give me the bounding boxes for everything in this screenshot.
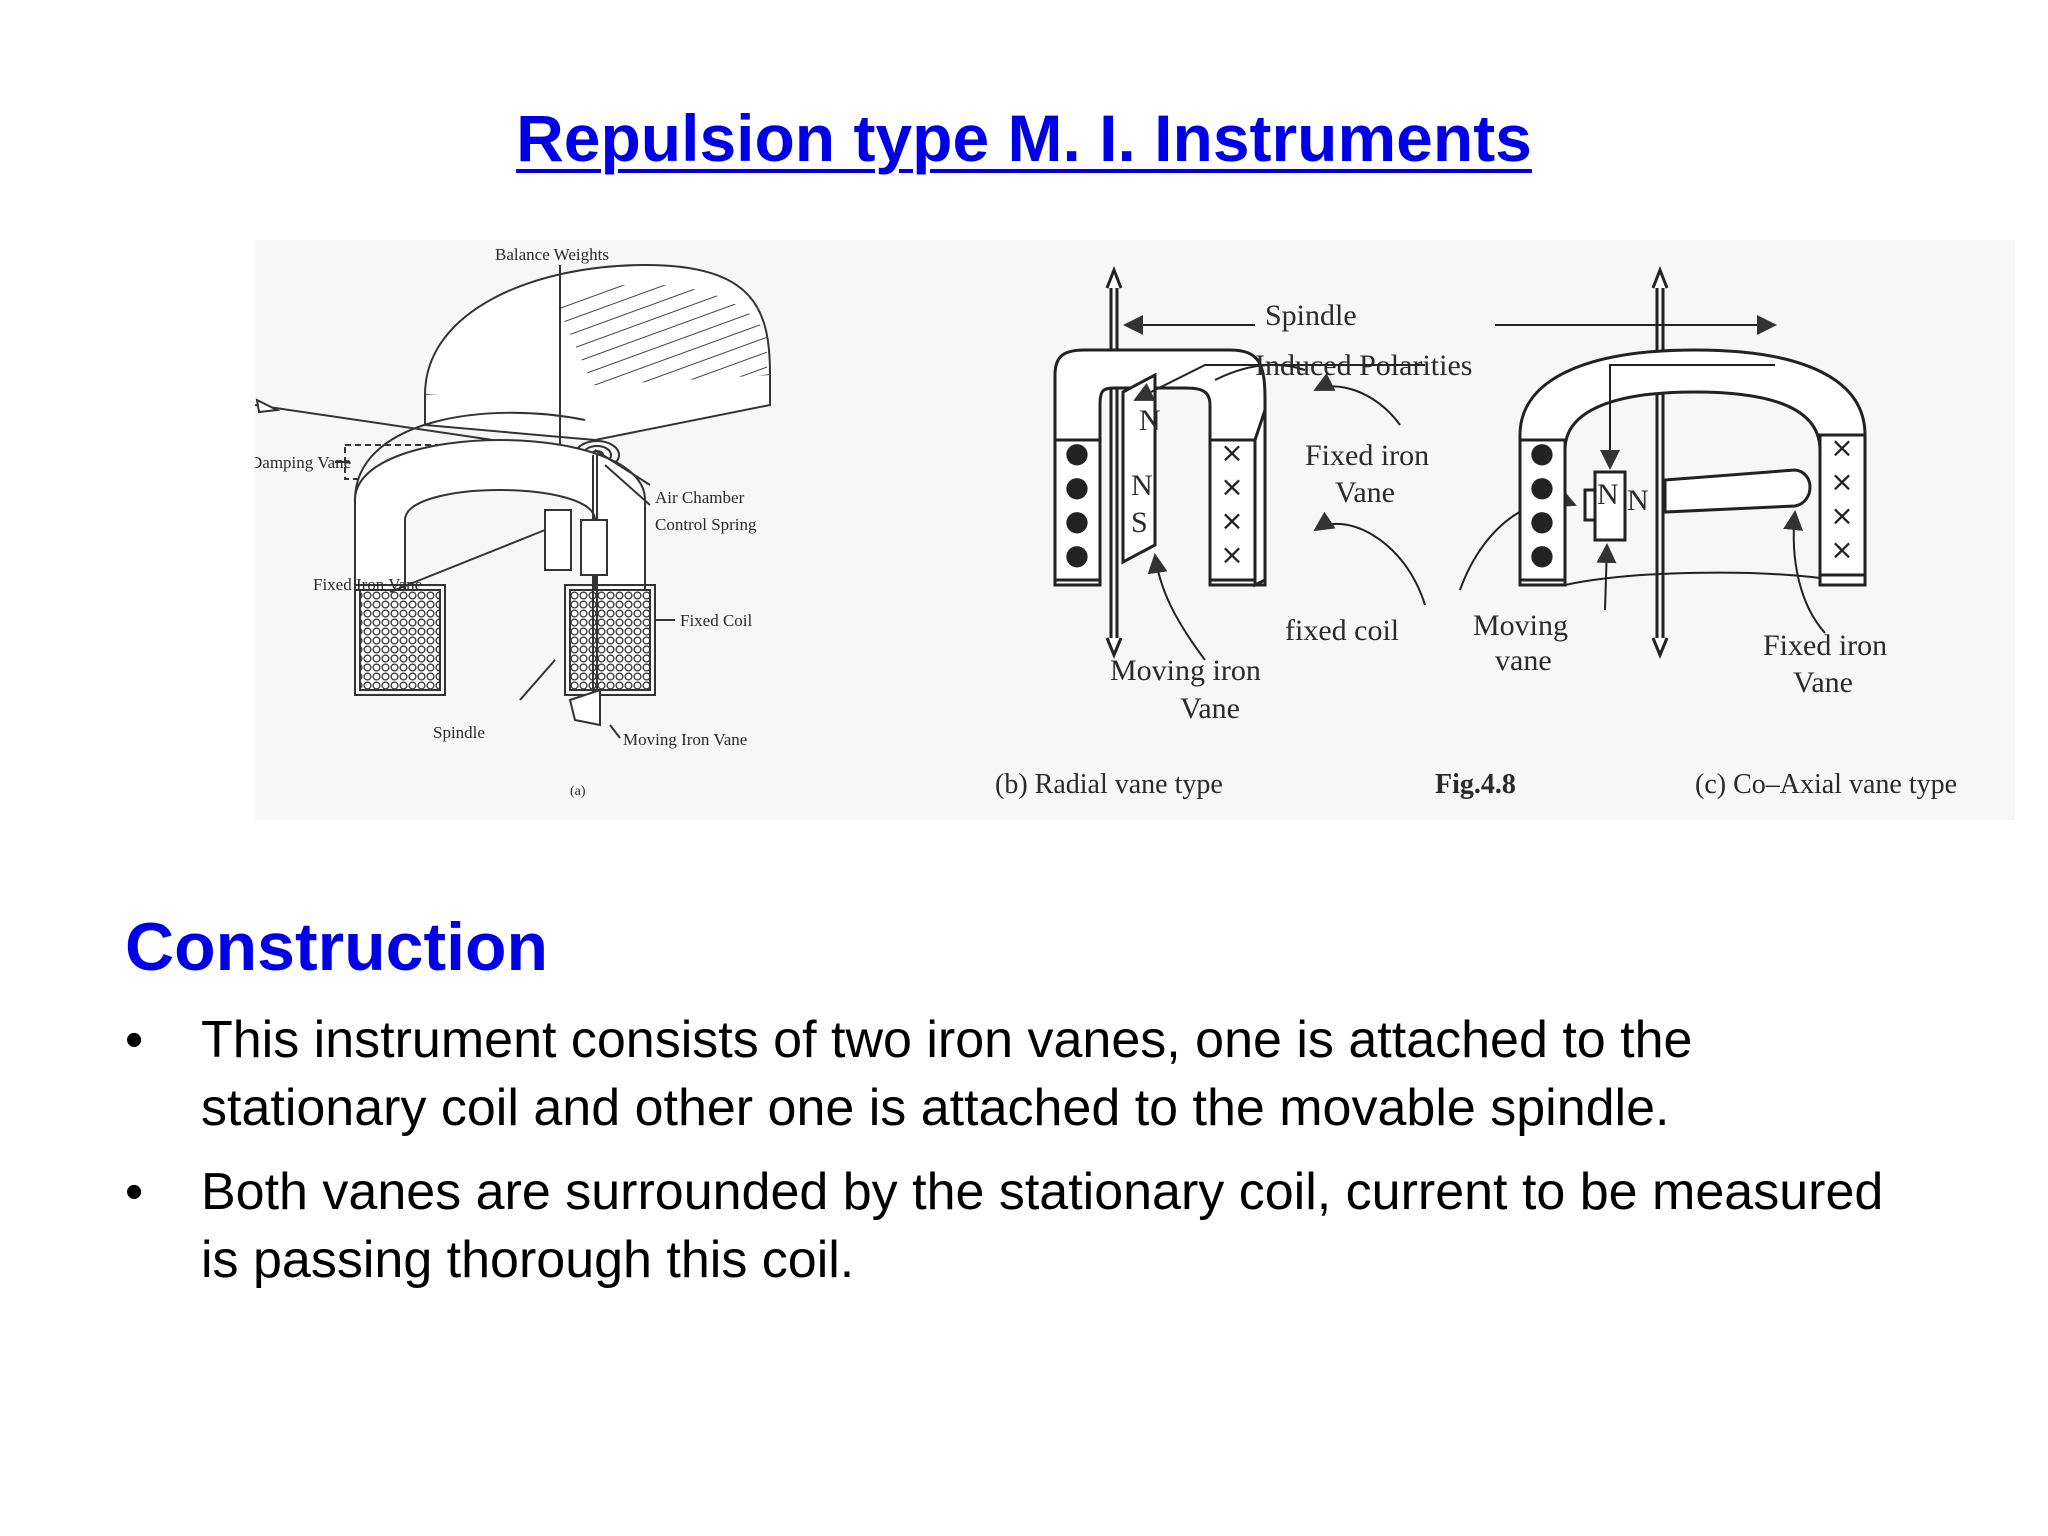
label-vane-c: vane <box>1495 644 1552 677</box>
instrument-figure: Balance Weights Damping Vane Air Chamber… <box>255 240 2015 820</box>
label-moving-c: Moving <box>1473 609 1568 642</box>
label-control-spring: Control Spring <box>655 515 757 534</box>
fixed-coil-left <box>359 589 441 691</box>
panel-a-labels: Balance Weights Damping Vane Air Chamber… <box>255 245 757 799</box>
panel-c-windings: ● ● ● ● × × × × <box>1530 431 1854 571</box>
label-spindle-a: Spindle <box>433 723 485 742</box>
bullet-mark: • <box>125 1163 144 1221</box>
coil-arch-c <box>1518 348 1867 587</box>
label-spindle-b: Spindle <box>1265 299 1357 332</box>
coil-cross: × <box>1830 465 1853 498</box>
panel-c-labels: N N Moving vane Fixed iron Vane (c) Co–A… <box>1473 478 1957 800</box>
fixed-iron-vane-c <box>1663 468 1812 514</box>
label-fixed-iron-c: Fixed iron <box>1763 629 1887 662</box>
label-induced-polarities: Induced Polarities <box>1255 349 1472 382</box>
fixed-iron-vane-b <box>1253 409 1267 588</box>
pole-n1-c: N <box>1597 478 1619 511</box>
slide-title: Repulsion type M. I. Instruments <box>516 101 1532 175</box>
panel-a <box>255 263 772 739</box>
label-fixed-iron-b: Fixed iron <box>1305 439 1429 472</box>
pole-n2-b: N <box>1131 469 1153 502</box>
label-fixed-coil-b: fixed coil <box>1285 614 1399 647</box>
label-fixed-coil: Fixed Coil <box>680 611 753 630</box>
coil-cross: × <box>1830 431 1853 464</box>
label-moving-vane-b: Vane <box>1180 692 1240 725</box>
coil-dot: ● <box>1065 436 1089 469</box>
caption-a: (a) <box>570 784 586 799</box>
coil-cross: × <box>1220 538 1243 571</box>
bullet-text: Both vanes are surrounded by the station… <box>201 1163 1884 1289</box>
label-fixed-iron-vane: Fixed Iron Vane <box>313 575 422 594</box>
coil-cross: × <box>1220 436 1243 469</box>
fig-label: Fig.4.8 <box>1435 769 1516 800</box>
label-air-chamber: Air Chamber <box>655 488 745 507</box>
bullet-mark: • <box>125 1011 144 1069</box>
pole-n2-c: N <box>1627 484 1649 517</box>
moving-iron-vane-a <box>580 519 608 576</box>
caption-c: (c) Co–Axial vane type <box>1695 769 1957 800</box>
panel-c <box>1518 265 1867 659</box>
section-heading: Construction <box>125 909 549 985</box>
panel-b-labels: N N S Spindle Induced Polarities Fixed i… <box>995 299 1516 800</box>
fixed-iron-vane-a <box>544 509 572 571</box>
coil-dot: ● <box>1530 470 1554 503</box>
coil-cross: × <box>1220 470 1243 503</box>
caption-b: (b) Radial vane type <box>995 769 1223 800</box>
list-item: • Both vanes are surrounded by the stati… <box>125 1158 1925 1294</box>
bullet-list: • This instrument consists of two iron v… <box>125 1006 1925 1310</box>
moving-iron-vane-b <box>1121 372 1157 565</box>
coil-dot: ● <box>1530 538 1554 571</box>
coil-dot: ● <box>1065 470 1089 503</box>
coil-dot: ● <box>1065 538 1089 571</box>
coil-dot: ● <box>1530 504 1554 537</box>
label-fixed-vane-c: Vane <box>1793 666 1853 699</box>
bullet-text: This instrument consists of two iron van… <box>201 1011 1693 1137</box>
hatched-region <box>555 284 767 390</box>
label-moving-iron-vane-a: Moving Iron Vane <box>623 730 747 749</box>
pole-n1-b: N <box>1139 404 1161 437</box>
coil-cross: × <box>1830 533 1853 566</box>
label-moving-iron-b: Moving iron <box>1110 654 1261 687</box>
panel-b <box>1053 265 1777 661</box>
coil-cross: × <box>1220 504 1243 537</box>
figure-svg: Balance Weights Damping Vane Air Chamber… <box>255 245 1957 800</box>
coil-dot: ● <box>1065 504 1089 537</box>
list-item: • This instrument consists of two iron v… <box>125 1006 1925 1142</box>
label-fixed-vane-b: Vane <box>1335 476 1395 509</box>
coil-cross: × <box>1830 499 1853 532</box>
coil-dot: ● <box>1530 436 1554 469</box>
fixed-coil-right <box>569 589 651 691</box>
label-damping-vane: Damping Vane <box>255 453 351 472</box>
label-balance-weights: Balance Weights <box>495 245 609 264</box>
panel-b-windings: ● ● ● ● × × × × <box>1065 436 1244 571</box>
pole-s-b: S <box>1131 506 1148 539</box>
